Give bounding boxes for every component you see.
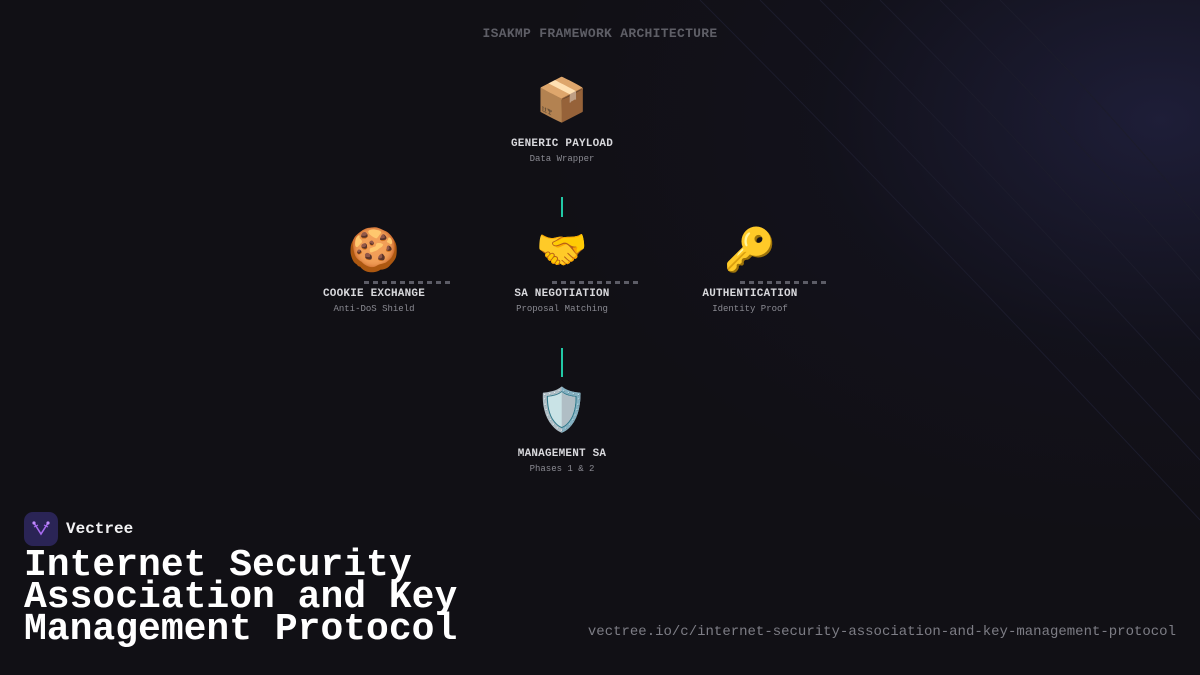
package-icon: 📦 <box>535 75 589 124</box>
brand-name: Vectree <box>66 520 134 538</box>
node-label: COOKIE EXCHANGE <box>322 288 426 300</box>
node-subtitle: Identity Proof <box>712 304 788 314</box>
dashed-connector-authentication <box>740 281 830 284</box>
node-label: AUTHENTICATION <box>702 288 798 300</box>
cookie-icon: 🍪 <box>347 225 401 274</box>
dashed-connector-cookie <box>364 281 454 284</box>
key-icon: 🔑 <box>723 225 777 274</box>
node-label: MANAGEMENT SA <box>517 448 607 460</box>
handshake-icon: 🤝 <box>535 225 589 274</box>
diagram-title: ISAKMP FRAMEWORK ARCHITECTURE <box>482 26 718 41</box>
node-subtitle: Anti-DoS Shield <box>333 304 415 314</box>
node-authentication: 🔑 AUTHENTICATION Identity Proof <box>660 224 840 314</box>
node-sa-negotiation: 🤝 SA NEGOTIATION Proposal Matching <box>472 224 652 314</box>
page-url: vectree.io/c/internet-security-associati… <box>587 624 1176 640</box>
connector-payload-to-negotiation <box>561 197 563 217</box>
shield-icon: 🛡️ <box>535 385 589 434</box>
node-generic-payload: 📦 GENERIC PAYLOAD Data Wrapper <box>472 74 652 164</box>
brand: Vectree <box>24 512 133 546</box>
connector-negotiation-to-management <box>561 348 563 377</box>
node-label: SA NEGOTIATION <box>514 288 610 300</box>
node-label: GENERIC PAYLOAD <box>510 138 614 150</box>
page-title: Internet Security Association and Key Ma… <box>24 544 458 651</box>
vectree-logo-icon <box>24 512 58 546</box>
node-subtitle: Proposal Matching <box>516 304 608 314</box>
node-cookie-exchange: 🍪 COOKIE EXCHANGE Anti-DoS Shield <box>284 224 464 314</box>
node-management-sa: 🛡️ MANAGEMENT SA Phases 1 & 2 <box>472 384 652 474</box>
node-subtitle: Data Wrapper <box>529 154 595 164</box>
dashed-connector-negotiation <box>552 281 642 284</box>
node-subtitle: Phases 1 & 2 <box>529 464 595 474</box>
